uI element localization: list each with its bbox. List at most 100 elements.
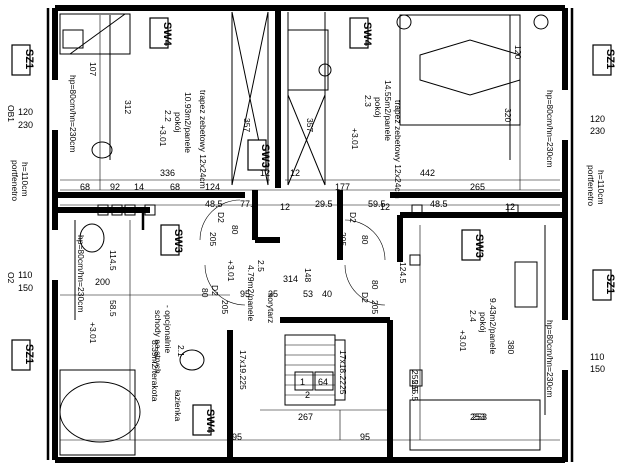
svg-text:12: 12 bbox=[280, 202, 290, 212]
window-right: 110 150 bbox=[590, 352, 605, 374]
bed-room-22 bbox=[59, 13, 131, 55]
desk-room-23 bbox=[287, 29, 332, 91]
svg-text:+3.01: +3.01 bbox=[226, 260, 236, 282]
svg-text:4.79m2/panele: 4.79m2/panele bbox=[246, 265, 256, 322]
svg-text:pokój: pokój bbox=[373, 97, 383, 117]
svg-text:114.5: 114.5 bbox=[108, 250, 118, 271]
svg-text:120: 120 bbox=[513, 45, 523, 59]
svg-text:SZ1: SZ1 bbox=[604, 49, 616, 69]
tag-sz1-b: SZ1 bbox=[11, 339, 35, 371]
svg-text:hp=80cm/hn=230cm: hp=80cm/hn=230cm bbox=[68, 75, 78, 153]
svg-text:hp=80cm/hn=230cm: hp=80cm/hn=230cm bbox=[545, 90, 555, 168]
svg-text:107: 107 bbox=[88, 62, 98, 76]
svg-text:2.1: 2.1 bbox=[176, 345, 186, 357]
svg-text:h=110cm: h=110cm bbox=[596, 170, 606, 205]
portfenetre-left: portfenetro h=110cm bbox=[10, 160, 30, 201]
dimension-lines bbox=[60, 179, 560, 441]
interior-walls bbox=[55, 8, 565, 460]
svg-text:SW4: SW4 bbox=[361, 22, 373, 47]
svg-text:SZ1: SZ1 bbox=[604, 274, 616, 294]
beam-label-left: trapez zebetowy 12x24cm bbox=[198, 90, 208, 189]
roof-labels: hp=80cm/hn=230cm hp=80cm/hn=230cm hp=80c… bbox=[68, 75, 555, 398]
svg-text:SW3: SW3 bbox=[172, 229, 184, 253]
svg-text:120: 120 bbox=[590, 114, 605, 124]
room-label-22: 2.2 pokój 10.93m2/panele +3.01 107 312 bbox=[88, 62, 193, 153]
svg-text:2.2: 2.2 bbox=[163, 110, 173, 122]
svg-text:320: 320 bbox=[503, 108, 513, 122]
tag-sw3-b: SW3 bbox=[160, 224, 184, 256]
svg-text:80: 80 bbox=[230, 225, 240, 235]
svg-text:68: 68 bbox=[170, 182, 180, 192]
svg-text:314: 314 bbox=[283, 274, 298, 284]
svg-text:336: 336 bbox=[160, 168, 175, 178]
door-d2-c: D2 80 205 bbox=[360, 280, 380, 314]
tag-sz1-c: SZ1 bbox=[592, 44, 616, 76]
svg-text:10.93m2/panele: 10.93m2/panele bbox=[183, 92, 193, 153]
svg-text:+3.01: +3.01 bbox=[458, 330, 468, 352]
svg-text:17x19.225: 17x19.225 bbox=[238, 350, 248, 390]
svg-text:357: 357 bbox=[242, 118, 252, 132]
svg-text:230: 230 bbox=[590, 126, 605, 136]
svg-text:- opcjonalnie: - opcjonalnie bbox=[163, 305, 173, 353]
svg-text:portfenetro: portfenetro bbox=[586, 165, 596, 206]
svg-text:48.5: 48.5 bbox=[430, 199, 448, 209]
svg-text:SW4: SW4 bbox=[161, 22, 173, 47]
vent-squares bbox=[97, 204, 519, 387]
svg-text:53: 53 bbox=[303, 289, 313, 299]
svg-text:110: 110 bbox=[18, 270, 32, 280]
svg-text:8.39m2/terakota: 8.39m2/terakota bbox=[150, 340, 160, 402]
bathroom-fixtures bbox=[59, 141, 205, 456]
svg-text:SZ1: SZ1 bbox=[23, 49, 35, 69]
tag-sz1-d: SZ1 bbox=[592, 269, 616, 301]
svg-text:2.4: 2.4 bbox=[468, 310, 478, 322]
svg-text:312: 312 bbox=[123, 100, 133, 114]
svg-text:255.5: 255.5 bbox=[410, 380, 420, 402]
svg-text:korytarz: korytarz bbox=[266, 293, 276, 323]
svg-text:80: 80 bbox=[360, 235, 370, 245]
bed-room-23 bbox=[396, 14, 549, 126]
svg-text:D2: D2 bbox=[210, 285, 220, 296]
room-label-21: schody na strych - opcjonalnie 2.1 8.39m… bbox=[88, 305, 186, 421]
svg-text:80: 80 bbox=[370, 280, 380, 290]
svg-text:14.55m2/panele: 14.55m2/panele bbox=[383, 80, 393, 141]
svg-text:177: 177 bbox=[335, 182, 350, 192]
tag-sw4-a: SW4 bbox=[149, 17, 173, 49]
room-label-23: 2.3 pokój 14.55m2/panele +3.01 120 320 bbox=[350, 45, 523, 150]
svg-text:29.5: 29.5 bbox=[315, 199, 333, 209]
svg-text:80: 80 bbox=[200, 288, 210, 298]
svg-text:95: 95 bbox=[360, 432, 370, 442]
svg-text:hp=80cm/hn=230cm: hp=80cm/hn=230cm bbox=[545, 320, 555, 398]
svg-text:łazienka: łazienka bbox=[173, 390, 183, 421]
svg-text:12: 12 bbox=[505, 202, 515, 212]
svg-text:schody na strych: schody na strych bbox=[153, 310, 163, 374]
svg-text:pokój: pokój bbox=[478, 312, 488, 332]
svg-text:1: 1 bbox=[300, 377, 305, 387]
svg-text:205: 205 bbox=[338, 232, 348, 246]
svg-text:124: 124 bbox=[205, 182, 220, 192]
window-right-top: 120 230 bbox=[590, 114, 605, 136]
svg-text:59.5: 59.5 bbox=[368, 199, 386, 209]
svg-text:12: 12 bbox=[260, 168, 270, 178]
svg-text:+3.01: +3.01 bbox=[158, 125, 168, 147]
svg-text:14: 14 bbox=[134, 182, 144, 192]
svg-text:40: 40 bbox=[322, 289, 332, 299]
svg-text:253: 253 bbox=[470, 412, 485, 422]
room-label-24: 2.4 pokój 9.43m2/panele +3.01 253 255.5 bbox=[410, 298, 498, 422]
svg-text:110: 110 bbox=[590, 352, 604, 362]
svg-text:SW3: SW3 bbox=[473, 234, 485, 258]
svg-text:2: 2 bbox=[305, 390, 310, 400]
svg-text:205: 205 bbox=[220, 300, 230, 314]
svg-text:150: 150 bbox=[18, 283, 33, 293]
tag-sw4-b: SW4 bbox=[349, 17, 373, 49]
staircase bbox=[260, 334, 390, 440]
svg-text:255.5: 255.5 bbox=[410, 370, 420, 392]
dimension-texts: 336 442 265 68 68 124 12 12 12 12 12 177… bbox=[80, 118, 516, 442]
svg-text:205: 205 bbox=[370, 300, 380, 314]
svg-text:230: 230 bbox=[18, 120, 33, 130]
svg-text:SW3: SW3 bbox=[259, 144, 271, 168]
bed-room-24 bbox=[409, 261, 541, 451]
svg-text:pokój: pokój bbox=[173, 112, 183, 132]
svg-text:150: 150 bbox=[590, 364, 605, 374]
tag-sw4-c: SW4 bbox=[192, 404, 216, 436]
